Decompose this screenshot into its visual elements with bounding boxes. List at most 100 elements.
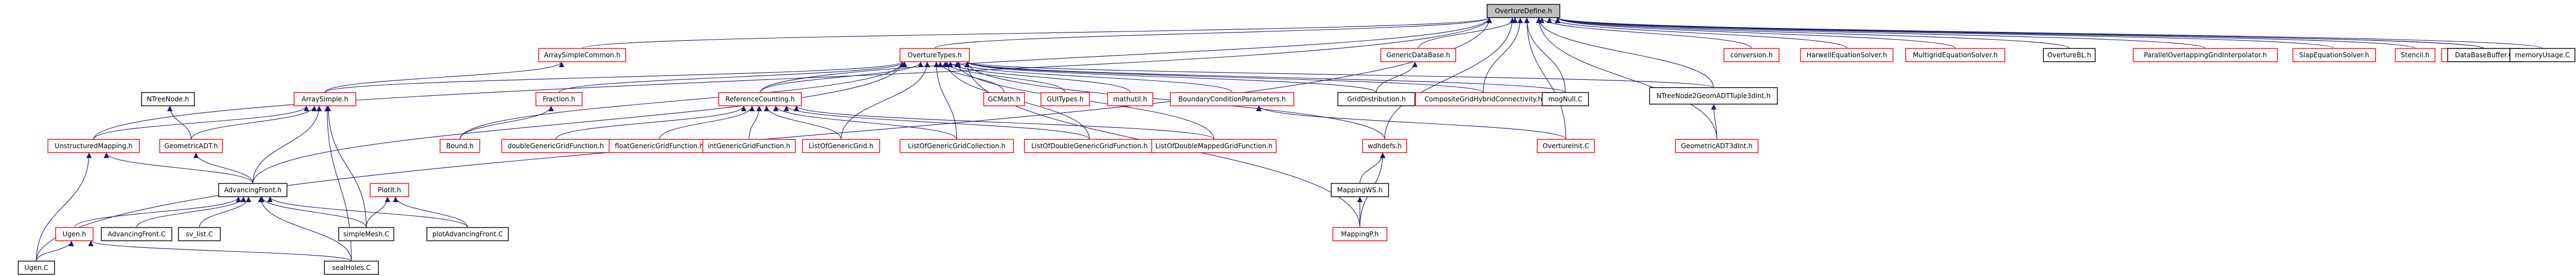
node-conversion[interactable]: conversion.h (1723, 48, 1780, 62)
node-box (2133, 48, 2278, 62)
node-list-of-generic-grid-collection[interactable]: ListOfGenericGridCollection.h (899, 139, 1014, 153)
node-label: Stencil.h (2401, 51, 2429, 59)
edge-generic-data-base-to-overture-define (1418, 17, 1518, 49)
node-label: OvertureDefine.h (1495, 7, 1552, 15)
node-label: OvertureBL.h (2047, 51, 2091, 59)
node-bound[interactable]: Bound.h (440, 139, 480, 153)
node-box (1151, 139, 1277, 153)
node-box (324, 261, 379, 275)
node-boundary-condition[interactable]: BoundaryConditionParameters.h (1170, 92, 1294, 106)
node-hamwell[interactable]: HarwellEquationSolver.h (1800, 48, 1894, 62)
node-plot-advancing-front[interactable]: plotAdvancingFront.C (426, 227, 509, 241)
edge-double-generic-grid-function-to-reference-counting (555, 105, 747, 140)
node-box (294, 92, 356, 106)
node-composite-grid-hybrid[interactable]: CompositeGridHybridConnectivity.h (1415, 92, 1552, 106)
node-geometric-adt-3d-int[interactable]: GeometricADT3dInt.h (1675, 139, 1759, 153)
edge-memory-usage-to-overture-define (1555, 17, 2543, 49)
node-list-of-generic-grid[interactable]: ListOfGenericGrid.h (802, 139, 880, 153)
edge-advancing-front-h-to-geometric-adt (193, 152, 253, 184)
node-generic-data-base[interactable]: GenericDataBase.h (1380, 48, 1456, 62)
node-label: mathutil.h (1113, 95, 1147, 103)
node-int-generic-grid-function[interactable]: intGenericGridFunction.h (702, 139, 796, 153)
node-box (1487, 4, 1560, 18)
node-label: MultigridEquationSolver.h (1913, 51, 1998, 59)
node-box (1800, 48, 1894, 62)
node-ugen-c[interactable]: Ugen.C (18, 261, 55, 275)
node-list-of-double-mapped-grid-function[interactable]: ListOfDoubleMappedGridFunction.h (1151, 139, 1277, 153)
edge-simple-mesh-to-advancing-front-h (259, 196, 367, 228)
edge-mog-null-to-overture-define (1524, 17, 1566, 93)
node-geometric-adt[interactable]: GeometricADT.h (159, 139, 223, 153)
node-unstructured-mapping[interactable]: UnstructuredMapping.h (47, 139, 140, 153)
edge-array-simple-to-overture-types (324, 61, 905, 93)
node-seal-holes[interactable]: sealHoles.C (324, 261, 379, 275)
node-label: mogNull.C (1548, 95, 1582, 103)
node-mog-null[interactable]: mogNull.C (1542, 92, 1589, 106)
node-label: memoryUsage.C (2515, 51, 2570, 59)
edge-composite-grid-hybrid-to-overture-types (964, 61, 1484, 93)
node-double-generic-grid-function[interactable]: doubleGenericGridFunction.h (501, 139, 610, 153)
node-box (2043, 48, 2096, 62)
node-database-buffer[interactable]: DataBaseBuffer.C (2447, 48, 2521, 62)
node-label: ListOfDoubleMappedGridFunction.h (1156, 142, 1273, 150)
node-mapping-p[interactable]: MappingP.h (1332, 227, 1387, 241)
node-parallel-overlapping[interactable]: ParallelOverlappingGridInterpolator.h (2133, 48, 2278, 62)
node-label: NTreeNode.h (147, 95, 189, 103)
edge-sv-list-to-advancing-front-h (199, 196, 252, 228)
edge-ugen-c-to-unstructured-mapping (36, 152, 92, 262)
edge-ntree-node-2-geom-to-overture-types (964, 61, 1714, 88)
node-simple-mesh[interactable]: simpleMesh.C (338, 227, 394, 241)
node-slap-solver[interactable]: SlapEquationSolver.h (2292, 48, 2376, 62)
node-float-generic-grid-function[interactable]: floatGenericGridFunction.h (609, 139, 710, 153)
node-mathutil[interactable]: mathutil.h (1107, 92, 1153, 106)
node-array-simple-common[interactable]: ArraySimpleCommon.h (538, 48, 626, 62)
node-box (538, 48, 626, 62)
edge-multigrid-solver-to-overture-define (1555, 17, 1956, 49)
node-label: MappingP.h (1341, 230, 1379, 238)
node-overture-types[interactable]: OvertureTypes.h (899, 48, 970, 62)
node-label: wdhdefs.h (1368, 142, 1402, 150)
node-advancing-front-h[interactable]: AdvancingFront.h (218, 183, 288, 197)
node-sv-list[interactable]: sv_list.C (178, 227, 221, 241)
edge-seal-holes-to-ugen-h (88, 240, 352, 262)
node-ugen-h[interactable]: Ugen.h (55, 227, 94, 241)
edge-overture-init-to-boundary-condition (1256, 105, 1566, 140)
node-gui-types[interactable]: GUITypes.h (1040, 92, 1090, 106)
node-wdhdefs[interactable]: wdhdefs.h (1362, 139, 1407, 153)
edge-float-generic-grid-function-to-reference-counting (659, 105, 755, 140)
node-stencil[interactable]: Stencil.h (2395, 48, 2436, 62)
node-overture-bl[interactable]: OvertureBL.h (2043, 48, 2096, 62)
node-fraction[interactable]: Fraction.h (535, 92, 583, 106)
node-mapping-ws[interactable]: MappingWS.h (1331, 183, 1389, 197)
node-label: conversion.h (1731, 51, 1773, 59)
node-label: PlotIt.h (378, 186, 401, 194)
node-overture-define: OvertureDefine.h (1487, 4, 1560, 18)
edge-advancing-front-h-to-array-simple (252, 105, 322, 184)
node-memory-usage[interactable]: memoryUsage.C (2509, 48, 2575, 62)
node-list-of-double-generic-grid-function[interactable]: ListOfDoubleGenericGridFunction.h (1024, 139, 1155, 153)
node-array-simple[interactable]: ArraySimple.h (294, 92, 356, 106)
edge-plot-advancing-front-to-advancing-front-h (267, 196, 468, 228)
node-label: Ugen.h (63, 230, 86, 238)
edge-grid-distribution-to-generic-data-base (1376, 61, 1418, 93)
node-overture-init[interactable]: OvertureInit.C (1537, 139, 1595, 153)
node-gcmath[interactable]: GCMath.h (983, 92, 1025, 106)
node-multigrid-solver[interactable]: MultigridEquationSolver.h (1905, 48, 2005, 62)
node-box (141, 92, 195, 106)
edge-list-of-generic-grid-to-reference-counting (763, 105, 842, 140)
edge-seal-holes-to-advancing-front-h (258, 196, 352, 262)
node-box (218, 183, 288, 197)
node-box (1675, 139, 1759, 153)
node-reference-counting[interactable]: ReferenceCounting.h (718, 92, 802, 106)
edge-wdhdefs-to-overture-define (1384, 17, 1515, 140)
node-ntree-node[interactable]: NTreeNode.h (141, 92, 195, 106)
node-grid-distribution[interactable]: GridDistribution.h (1337, 92, 1416, 106)
node-ntree-node-2-geom[interactable]: NTreeNode2GeomADTTuple3dint.h (1649, 87, 1778, 105)
node-label: floatGenericGridFunction.h (615, 142, 703, 150)
edge-advancing-front-h-to-overture-types (252, 61, 905, 184)
node-plot-it[interactable]: PlotIt.h (370, 183, 409, 197)
node-box (1905, 48, 2005, 62)
edge-array-simple-common-to-overture-define (582, 17, 1492, 49)
node-box (1332, 227, 1387, 241)
node-advancing-front-c[interactable]: AdvancingFront.C (101, 227, 172, 241)
